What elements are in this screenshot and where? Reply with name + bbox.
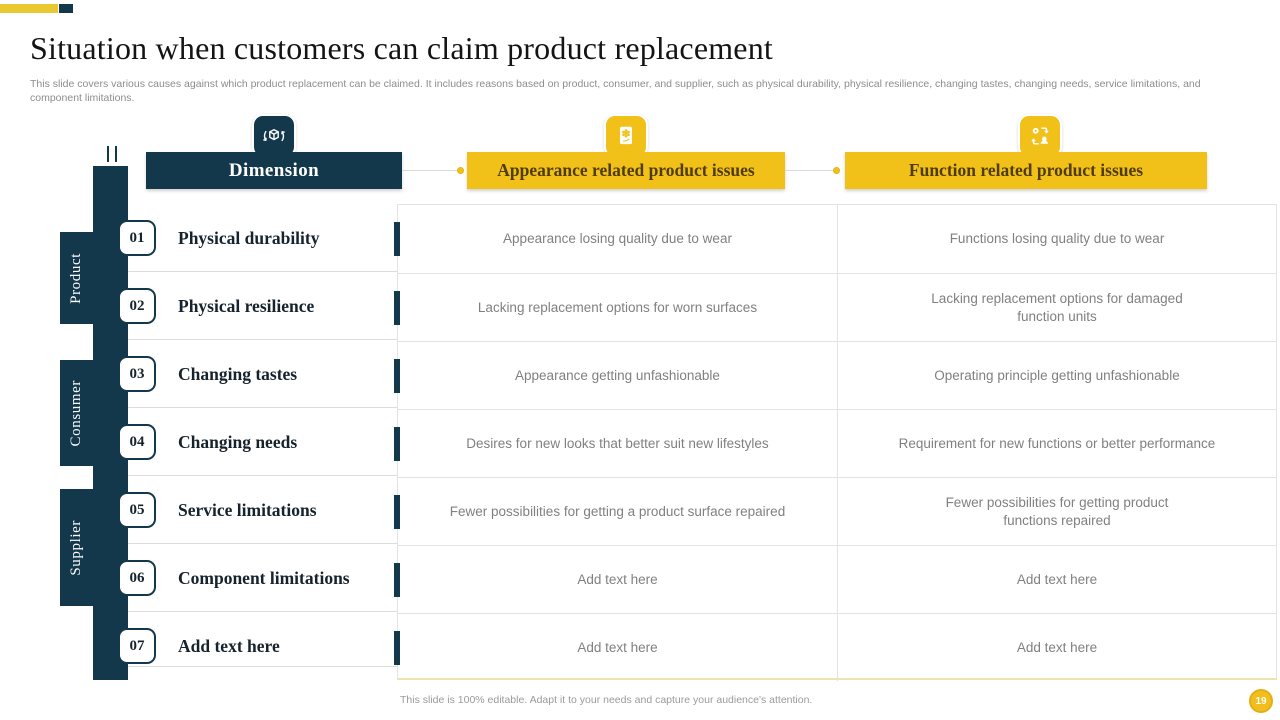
dimension-label: Physical durability (178, 228, 320, 248)
row-separator (128, 407, 397, 408)
table-row: Appearance losing quality due to wear Fu… (394, 205, 1276, 273)
function-cell: Lacking replacement options for damaged … (837, 274, 1276, 341)
appearance-cell: Add text here (577, 571, 658, 587)
row-number-badge: 03 (118, 356, 156, 392)
row-accent-bar (394, 291, 400, 325)
table-row: Appearance getting unfashionable Operati… (394, 341, 1276, 409)
column-header-appearance-label: Appearance related product issues (497, 160, 755, 180)
row-accent-bar (394, 427, 400, 461)
group-label-supplier-text: Supplier (68, 519, 84, 576)
row-accent-bar (394, 359, 400, 393)
appearance-cell: Lacking replacement options for worn sur… (477, 299, 758, 315)
table-row: Desires for new looks that better suit n… (394, 409, 1276, 477)
row-number-badge: 06 (118, 560, 156, 596)
deco-bar-navy (59, 4, 73, 13)
table-row: Lacking replacement options for worn sur… (394, 273, 1276, 341)
group-label-product-text: Product (68, 252, 84, 304)
row-separator (128, 271, 397, 272)
appearance-cell: Fewer possibilities for getting a produc… (449, 503, 786, 519)
dimension-label: Changing tastes (178, 364, 298, 384)
row-accent-bar (394, 563, 400, 597)
table-row: Add text here Add text here (394, 613, 1276, 681)
group-label-consumer-text: Consumer (68, 379, 84, 447)
page-title: Situation when customers can claim produ… (30, 30, 774, 66)
spine-tick (115, 146, 117, 162)
group-label-product: Product (60, 232, 93, 324)
connector-dot (833, 167, 840, 174)
issues-table: Appearance losing quality due to wear Fu… (394, 204, 1277, 681)
appearance-cell: Desires for new looks that better suit n… (466, 435, 769, 451)
row-number-badge: 01 (118, 220, 156, 256)
connector-line (402, 170, 462, 171)
cube-replace-icon (252, 114, 296, 158)
flower-card-icon (604, 114, 648, 158)
row-number-badge: 04 (118, 424, 156, 460)
row-separator (128, 543, 397, 544)
dimension-label: Service limitations (178, 500, 317, 520)
column-header-dimension: Dimension (146, 152, 402, 189)
connector-line (785, 170, 840, 171)
appearance-cell: Appearance losing quality due to wear (503, 231, 732, 246)
column-header-dimension-label: Dimension (228, 159, 320, 181)
function-cell: Functions losing quality due to wear (837, 205, 1276, 273)
deco-bar-yellow (0, 4, 58, 13)
group-label-supplier: Supplier (60, 489, 93, 606)
row-separator (128, 475, 397, 476)
function-cell: Fewer possibilities for getting product … (837, 478, 1276, 545)
row-number-badge: 07 (118, 628, 156, 664)
connector-dot (457, 167, 464, 174)
dimension-label: Changing needs (178, 432, 298, 452)
slide-description: This slide covers various causes against… (30, 78, 1201, 104)
table-row: Add text here Add text here (394, 545, 1276, 613)
function-cell: Operating principle getting unfashionabl… (837, 342, 1276, 409)
dimension-label: Physical resilience (178, 296, 315, 316)
row-separator (128, 339, 397, 340)
function-cell: Requirement for new functions or better … (837, 410, 1276, 477)
dimension-label: Add text here (178, 636, 280, 656)
dimension-label: Component limitations (178, 568, 350, 588)
user-exchange-icon (1018, 114, 1062, 158)
column-header-function-label: Function related product issues (908, 160, 1144, 180)
group-label-consumer: Consumer (60, 360, 93, 466)
row-accent-bar (394, 222, 400, 256)
row-number-badge: 05 (118, 492, 156, 528)
appearance-cell: Add text here (577, 639, 658, 655)
row-number-badge: 02 (118, 288, 156, 324)
appearance-cell: Appearance getting unfashionable (515, 367, 720, 383)
spine-tick (107, 146, 109, 162)
footer-note: This slide is 100% editable. Adapt it to… (400, 694, 813, 706)
table-row: Fewer possibilities for getting a produc… (394, 477, 1276, 545)
row-separator (128, 611, 397, 612)
column-header-appearance: Appearance related product issues (467, 152, 785, 189)
page-number-badge: 19 (1249, 689, 1273, 713)
row-accent-bar (394, 631, 400, 665)
row-accent-bar (394, 495, 400, 529)
function-cell: Add text here (837, 546, 1276, 613)
column-header-function: Function related product issues (845, 152, 1207, 189)
row-separator (128, 666, 397, 667)
function-cell: Add text here (837, 614, 1276, 681)
